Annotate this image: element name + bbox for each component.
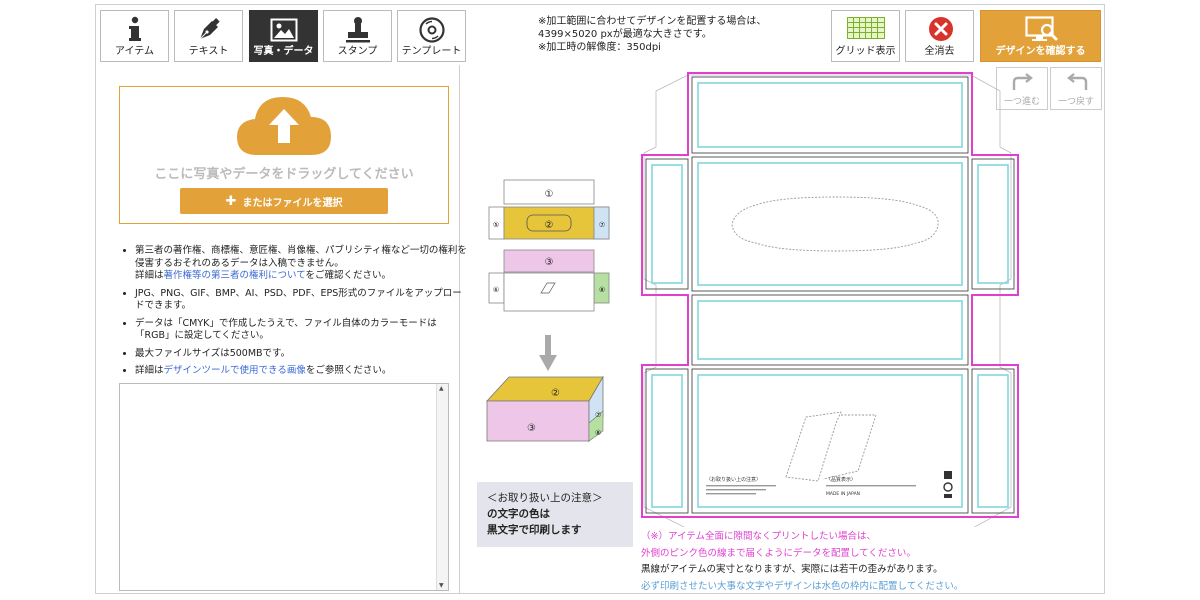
stamp-icon <box>324 15 391 45</box>
caution-info-box: ＜お取り扱い上の注意＞ の文字の色は 黒文字で印刷します <box>477 482 633 547</box>
info-text: 最大ファイルサイズは500MBです。 <box>135 347 291 359</box>
info-text: データは「CMYK」で作成したうえで、ファイル自体のカラーモードは「RGB」に設… <box>135 317 437 342</box>
guide-number: ⑥ <box>493 286 499 294</box>
resolution-note-line: 4399×5020 pxが最適な大きさです。 <box>538 29 712 40</box>
guide-number: ③ <box>527 423 536 434</box>
safe-area-note: 必ず印刷させたい大事な文字やデザインは水色の枠内に配置してください。 <box>641 580 964 592</box>
info-text: 詳細は <box>135 365 164 376</box>
arrow-down-icon <box>539 335 557 371</box>
design-canvas[interactable]: 〈お取り扱い上の注意〉 〈品質表示〉 MADE IN JAPAN <box>636 67 1031 527</box>
scroll-down-icon[interactable]: ▼ <box>439 582 444 589</box>
guide-number: ① <box>545 189 554 200</box>
grid-toggle-button[interactable]: グリッド表示 <box>831 10 900 62</box>
clear-all-label: 全消去 <box>924 46 955 57</box>
guide-number: ⑧ <box>599 286 605 294</box>
redo-label: 一つ進む <box>1003 97 1040 107</box>
tab-item[interactable]: アイテム <box>100 10 169 62</box>
undo-button[interactable]: 一つ戻す <box>1050 67 1102 110</box>
scrollbar[interactable]: ▲ ▼ <box>436 384 448 590</box>
canvas-quality-label: 〈品質表示〉 <box>826 476 856 483</box>
info-text: 第三者の著作権、商標権、意匠権、肖像権、パブリシティ権など一切の権利を侵害するお… <box>135 245 467 269</box>
list-item: JPG、PNG、GIF、BMP、AI、PSD、PDF、EPS形式のファイルをアッ… <box>135 288 467 313</box>
guide-number: ② <box>551 388 560 399</box>
canvas-caution-label: 〈お取り扱い上の注意〉 <box>706 476 761 483</box>
print-area-notes: （※）アイテム全面に隙間なくプリントしたい場合は、 外側のピンク色の線まで届くよ… <box>641 529 963 595</box>
list-item: データは「CMYK」で作成したうえで、ファイル自体のカラーモードは「RGB」に設… <box>135 318 467 343</box>
guide-number: ③ <box>545 257 554 268</box>
select-file-label: またはファイルを選択 <box>242 197 343 209</box>
close-icon <box>928 16 954 46</box>
bleed-note: （※）アイテム全面に隙間なくプリントしたい場合は、 <box>641 531 877 542</box>
grid-icon <box>847 17 885 43</box>
tab-stamp[interactable]: スタンプ <box>323 10 392 62</box>
tab-text-label: テキスト <box>188 46 229 57</box>
cloud-upload-icon <box>233 93 335 163</box>
photo-data-panel: ここに写真やデータをドラッグしてください ✚ またはファイルを選択 第三者の著作… <box>96 65 467 594</box>
clear-all-button[interactable]: 全消去 <box>905 10 974 62</box>
guide-flat-diagram: ① ② ③ ⑤ ⑦ ⑥ ⑧ <box>488 179 610 312</box>
info-icon <box>101 15 168 45</box>
resolution-note-line: ※加工時の解像度：350dpi <box>538 42 661 53</box>
guide-box-diagram: ② ③ ⑦ ⑧ <box>486 375 604 443</box>
guide-number: ⑤ <box>493 221 499 229</box>
list-item: 第三者の著作権、商標権、意匠権、肖像権、パブリシティ権など一切の権利を侵害するお… <box>135 245 467 283</box>
caution-line: ＜お取り扱い上の注意＞ <box>487 492 603 504</box>
info-text: JPG、PNG、GIF、BMP、AI、PSD、PDF、EPS形式のファイルをアッ… <box>135 287 462 312</box>
redo-arrow-icon <box>1011 73 1035 97</box>
redo-button[interactable]: 一つ進む <box>996 67 1048 110</box>
tab-template[interactable]: テンプレート <box>397 10 466 62</box>
undo-arrow-icon <box>1065 73 1089 97</box>
resolution-note-line: ※加工範囲に合わせてデザインを配置する場合は、 <box>538 16 767 27</box>
monitor-search-icon <box>1025 16 1059 48</box>
resolution-note: ※加工範囲に合わせてデザインを配置する場合は、 4399×5020 pxが最適な… <box>538 15 766 54</box>
confirm-design-button[interactable]: デザインを確認する <box>980 10 1101 62</box>
tab-photo-data[interactable]: 写真・データ <box>249 10 318 62</box>
list-item: 詳細はデザインツールで使用できる画像をご参照ください。 <box>135 365 467 378</box>
info-text: をご参照ください。 <box>305 365 392 376</box>
scroll-up-icon[interactable]: ▲ <box>439 385 444 392</box>
tab-stamp-label: スタンプ <box>337 46 378 57</box>
info-text: 詳細は <box>135 270 164 281</box>
copyright-link[interactable]: 著作権等の第三者の権利について <box>163 270 306 281</box>
guide-number: ② <box>545 220 554 231</box>
drag-instruction: ここに写真やデータをドラッグしてください <box>154 167 414 182</box>
guide-number: ⑦ <box>599 221 605 229</box>
upload-info-list: 第三者の著作権、商標権、意匠権、肖像権、パブリシティ権など一切の権利を侵害するお… <box>119 245 467 383</box>
disc-icon <box>398 15 465 45</box>
recycle-mark-icon <box>943 471 953 498</box>
image-icon <box>250 15 317 45</box>
list-item: 最大ファイルサイズは500MBです。 <box>135 348 467 361</box>
canvas-made-in-label: MADE IN JAPAN <box>826 491 860 497</box>
grid-toggle-label: グリッド表示 <box>835 46 896 57</box>
bleed-note: 外側のピンク色の線まで届くようにデータを配置してください。 <box>641 547 916 559</box>
usable-images-link[interactable]: デザインツールで使用できる画像 <box>163 365 306 376</box>
tab-template-label: テンプレート <box>401 46 462 57</box>
upload-dropzone[interactable]: ここに写真やデータをドラッグしてください ✚ またはファイルを選択 <box>119 86 449 224</box>
undo-label: 一つ戻す <box>1057 97 1094 107</box>
info-text: をご確認ください。 <box>305 270 392 281</box>
caution-line: 黒文字で印刷します <box>487 524 582 536</box>
pen-icon <box>175 15 242 45</box>
tab-photo-data-label: 写真・データ <box>253 46 314 57</box>
actual-size-note: 黒線がアイテムの実寸となりますが、実際には若干の歪みがあります。 <box>641 564 943 575</box>
guide-number: ⑦ <box>595 411 601 419</box>
tab-text[interactable]: テキスト <box>174 10 243 62</box>
guide-number: ⑧ <box>595 429 601 437</box>
design-tool-frame: アイテム テキスト 写真・データ スタンプ テンプレート ※加工範囲に合わせてデ… <box>95 4 1105 594</box>
uploaded-files-list[interactable]: ▲ ▼ <box>119 383 449 591</box>
caution-line: の文字の色は <box>487 508 550 520</box>
confirm-design-label: デザインを確認する <box>995 46 1086 57</box>
tab-item-label: アイテム <box>115 46 154 57</box>
select-file-button[interactable]: ✚ またはファイルを選択 <box>180 188 388 214</box>
plus-icon: ✚ <box>225 193 237 209</box>
